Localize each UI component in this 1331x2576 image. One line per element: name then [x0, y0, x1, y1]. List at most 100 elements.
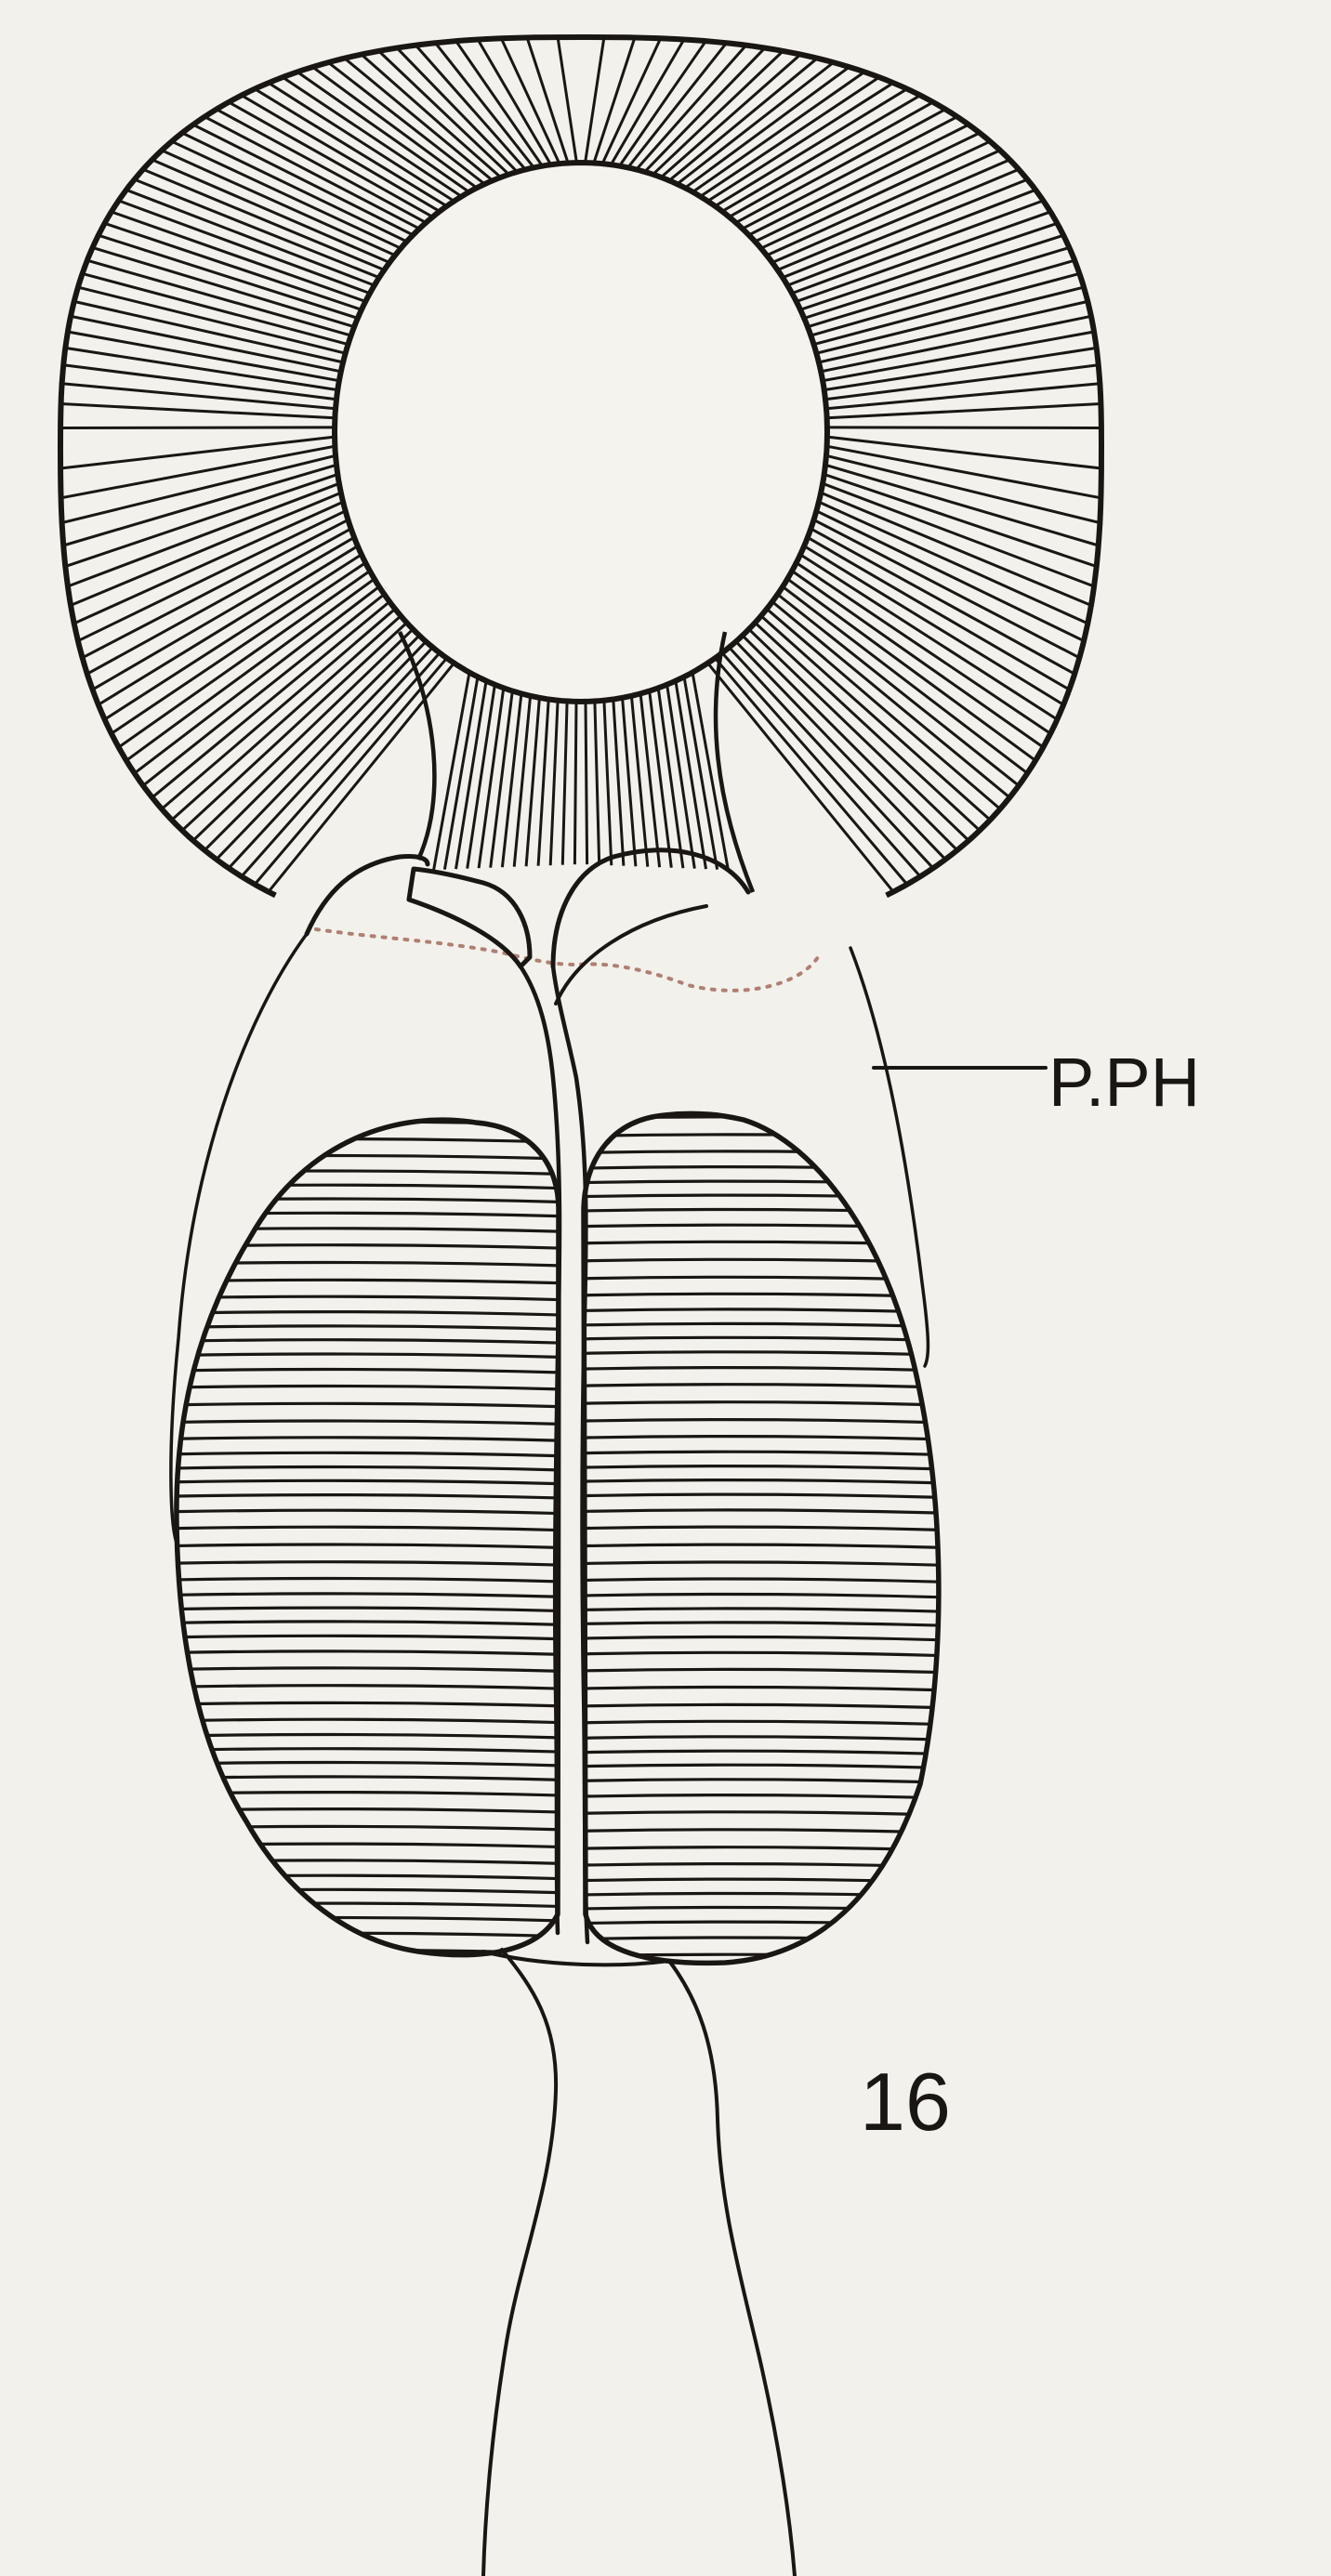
neck-hatch-line: [502, 693, 521, 867]
lobe-hatch-line: [576, 1637, 953, 1641]
neck-hatch-line: [538, 700, 548, 866]
right-upper-flap: [553, 850, 748, 966]
lobe-hatch-line: [167, 1213, 567, 1216]
lobe-hatch-line: [167, 1263, 567, 1267]
lobe-hatch-line: [576, 1277, 953, 1281]
collar-hatch-line: [99, 546, 358, 705]
lobe-hatch-line: [167, 1918, 567, 1922]
lobe-hatch-line: [576, 1765, 953, 1768]
lobe-hatch-line: [167, 1495, 567, 1499]
lobe-hatch-line: [167, 1686, 567, 1689]
lobe-hatch-line: [576, 1225, 953, 1229]
lobe-hatch-line: [167, 1245, 567, 1249]
lobe-hatch-line: [576, 1938, 953, 1941]
lobe-hatch-line: [576, 1259, 953, 1263]
lobe-hatch-line: [167, 1809, 567, 1813]
lobe-hatch-line: [167, 1312, 567, 1316]
neck-hatch-line: [562, 702, 567, 865]
collar-hatch-line: [60, 437, 335, 468]
lobe-hatch-line: [167, 1139, 567, 1143]
neck-hatch-line: [491, 691, 513, 868]
neck-hatch-line: [692, 673, 728, 870]
lobe-hatch-line: [576, 1510, 953, 1514]
lobe-hatch-line: [576, 1669, 953, 1673]
lobe-hatch-line: [167, 1480, 567, 1484]
collar-hatch-line: [602, 38, 661, 164]
lobe-hatch-line: [576, 1830, 953, 1833]
collar-ring: [60, 37, 1101, 895]
lobe-hatch-line: [167, 1122, 567, 1125]
lobe-hatch-line: [167, 1651, 567, 1655]
lobe-hatch-line: [576, 1623, 953, 1626]
lobe-hatch-line: [167, 1296, 567, 1300]
lobe-hatch-line: [167, 1199, 567, 1203]
lobe-hatch-line: [167, 1438, 567, 1441]
lobe-hatch-line: [576, 1652, 953, 1656]
neck-hatch-line: [574, 702, 576, 864]
neck-hatch-line: [586, 702, 587, 864]
lobe-hatch-line: [167, 1749, 567, 1753]
lobe-hatch-line: [167, 1340, 567, 1344]
lobe-hatch-line: [167, 1510, 567, 1514]
lobe-hatch-line: [167, 1668, 567, 1672]
lobe-hatch-line: [576, 1402, 953, 1406]
lobe-hatch-line: [167, 1229, 567, 1232]
lobe-hatch-line: [576, 1579, 953, 1583]
collar-hatch-line: [825, 465, 1099, 545]
lobe-hatch-line: [576, 1812, 953, 1816]
lobe-hatch-line: [576, 1894, 953, 1898]
collar-hatch-line: [435, 43, 534, 167]
lobe-hatch-line: [167, 1467, 567, 1471]
neck-hatch-line: [604, 701, 612, 866]
lobe-hatch-line: [576, 1595, 953, 1598]
lobe-hatch-line: [167, 1763, 567, 1767]
lobe-hatch-line: [576, 1210, 953, 1214]
lobe-hatch-line: [167, 1562, 567, 1566]
lobe-hatch-line: [576, 1294, 953, 1297]
lobe-hatch-line: [576, 1544, 953, 1548]
stalk-right-edge: [669, 1961, 795, 2576]
lobe-hatch-line: [576, 1562, 953, 1566]
left-lobe: [167, 1120, 567, 1954]
lobe-hatch-line: [167, 1452, 567, 1456]
collar-hatch-line: [823, 332, 1094, 381]
lobe-hatch-line: [167, 1185, 567, 1189]
lobe-hatch-line: [576, 1195, 953, 1199]
lobe-hatch-line: [167, 1579, 567, 1583]
collar-hatch-line: [628, 43, 727, 167]
lobe-hatch-line: [576, 1737, 953, 1741]
collar-hatch-line: [71, 316, 341, 372]
lobe-hatch-line: [167, 1826, 567, 1830]
neck-hatch-line: [640, 693, 660, 867]
right-lobe: [576, 1113, 953, 1963]
collar-hatch-line: [99, 235, 358, 318]
collar-hatch-line: [501, 38, 560, 164]
collar-hatch-line: [60, 427, 335, 428]
lobe-hatch-line: [167, 1354, 567, 1358]
lobe-hatch-line: [576, 1420, 953, 1424]
lobe-hatch-line: [167, 1860, 567, 1864]
lobe-hatch-line: [167, 1636, 567, 1639]
lobe-hatch-line: [576, 1494, 953, 1498]
lobe-hatch-line: [167, 1793, 567, 1796]
lobe-hatch-line: [167, 1594, 567, 1597]
lobe-hatch-line: [576, 1795, 953, 1799]
collar-hatch-line: [611, 40, 684, 165]
lobe-hatch-line: [576, 1751, 953, 1755]
lobe-hatch-line: [167, 1608, 567, 1611]
lobe-hatch-line: [576, 1609, 953, 1612]
lobe-hatch-line: [167, 1889, 567, 1893]
left-inner-flap: [409, 869, 530, 966]
lobe-hatch-line: [167, 1387, 567, 1390]
lobe-hatch-line: [576, 1780, 953, 1783]
lobe-hatch-line: [576, 1879, 953, 1883]
lobe-hatch-line: [167, 1326, 567, 1330]
lobe-hatch-line: [167, 1421, 567, 1425]
lobe-hatch-line: [167, 1171, 567, 1175]
lobe-hatch-line: [167, 1735, 567, 1739]
lobe-hatch-line: [576, 1688, 953, 1691]
pph-label: P.PH: [1048, 1044, 1200, 1121]
lobe-hatch-line: [167, 1844, 567, 1847]
lobe-hatch-line: [167, 1903, 567, 1907]
